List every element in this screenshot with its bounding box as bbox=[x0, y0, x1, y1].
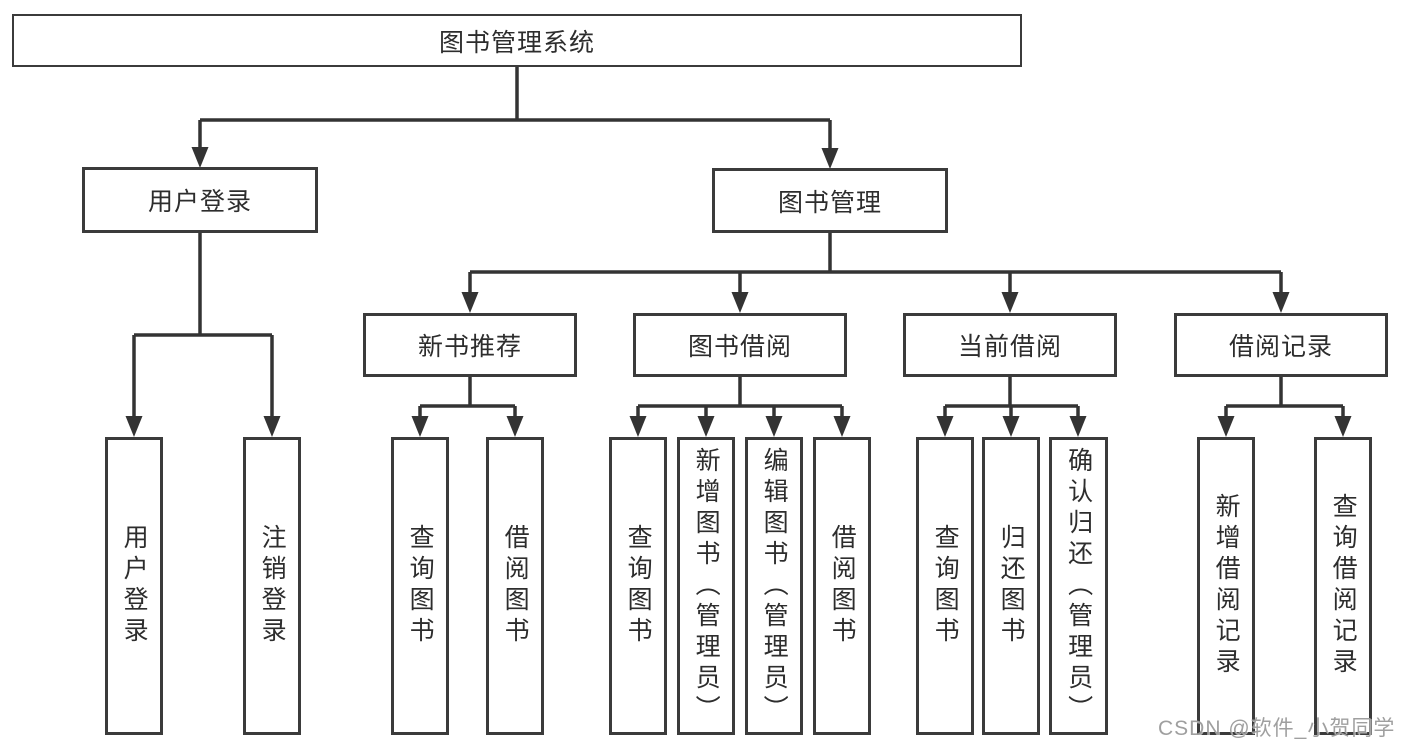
leaf-borrow-books-recommend-label: 借阅图书 bbox=[501, 524, 530, 648]
leaf-query-borrow-record-label: 查询借阅记录 bbox=[1329, 493, 1358, 679]
node-book-management: 图书管理 bbox=[712, 168, 948, 233]
leaf-query-books-recommend: 查询图书 bbox=[391, 437, 449, 735]
leaf-query-books-current: 查询图书 bbox=[916, 437, 974, 735]
node-user-login: 用户登录 bbox=[82, 167, 318, 233]
node-new-book-recommend: 新书推荐 bbox=[363, 313, 577, 377]
node-book-borrowing-label: 图书借阅 bbox=[687, 333, 792, 361]
leaf-logout: 注销登录 bbox=[243, 437, 301, 735]
node-borrow-records: 借阅记录 bbox=[1174, 313, 1388, 377]
leaf-edit-book-admin-label: 编辑图书（管理员） bbox=[760, 446, 789, 726]
leaf-borrow-books-recommend: 借阅图书 bbox=[486, 437, 544, 735]
node-current-borrowing-label: 当前借阅 bbox=[957, 333, 1062, 361]
node-borrow-records-label: 借阅记录 bbox=[1228, 333, 1333, 361]
csdn-watermark: CSDN @软件_小贺同学 bbox=[1158, 717, 1396, 740]
leaf-query-borrow-record: 查询借阅记录 bbox=[1314, 437, 1372, 735]
leaf-add-book-admin-label: 新增图书（管理员） bbox=[692, 446, 721, 726]
leaf-borrow-books-borrowing: 借阅图书 bbox=[813, 437, 871, 735]
leaf-add-borrow-record-label: 新增借阅记录 bbox=[1212, 493, 1241, 679]
leaf-edit-book-admin: 编辑图书（管理员） bbox=[745, 437, 803, 735]
leaf-add-book-admin: 新增图书（管理员） bbox=[677, 437, 735, 735]
leaf-confirm-return-admin-label: 确认归还（管理员） bbox=[1064, 446, 1093, 726]
leaf-query-books-recommend-label: 查询图书 bbox=[406, 524, 435, 648]
node-user-login-label: 用户登录 bbox=[147, 188, 252, 216]
node-new-book-recommend-label: 新书推荐 bbox=[417, 333, 522, 361]
leaf-return-book-label: 归还图书 bbox=[997, 524, 1026, 648]
leaf-user-login-label: 用户登录 bbox=[120, 524, 149, 648]
node-root-label: 图书管理系统 bbox=[438, 28, 595, 57]
leaf-confirm-return-admin: 确认归还（管理员） bbox=[1049, 437, 1108, 735]
node-root: 图书管理系统 bbox=[12, 14, 1022, 67]
leaf-add-borrow-record: 新增借阅记录 bbox=[1197, 437, 1255, 735]
leaf-return-book: 归还图书 bbox=[982, 437, 1040, 735]
leaf-user-login: 用户登录 bbox=[105, 437, 163, 735]
leaf-logout-label: 注销登录 bbox=[258, 524, 287, 648]
leaf-borrow-books-borrowing-label: 借阅图书 bbox=[828, 524, 857, 648]
leaf-query-books-borrowing: 查询图书 bbox=[609, 437, 667, 735]
node-book-management-label: 图书管理 bbox=[777, 188, 882, 217]
leaf-query-books-borrowing-label: 查询图书 bbox=[624, 524, 653, 648]
node-current-borrowing: 当前借阅 bbox=[903, 313, 1117, 377]
leaf-query-books-current-label: 查询图书 bbox=[931, 524, 960, 648]
node-book-borrowing: 图书借阅 bbox=[633, 313, 847, 377]
